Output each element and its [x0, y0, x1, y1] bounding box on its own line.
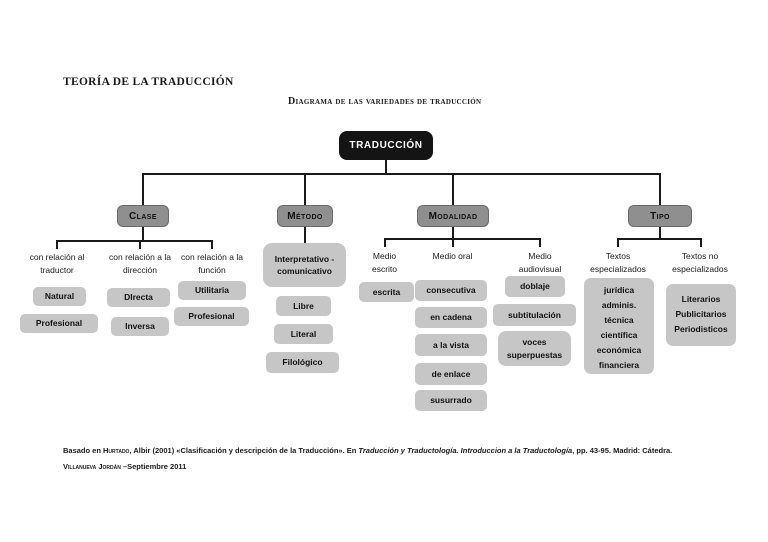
connector-line — [452, 173, 454, 205]
node-textos-especializados-list: jurídica adminis. técnica científica eco… — [584, 278, 654, 374]
list-item: técnica — [604, 315, 634, 325]
node-subtitulacion: subtitulación — [493, 304, 576, 326]
caption-medio-escrito: Medio escrito — [371, 251, 398, 275]
node-literal: Literal — [274, 324, 333, 344]
connector-line — [304, 227, 306, 245]
connector-line — [385, 160, 387, 173]
node-directa: DIrecta — [107, 288, 170, 307]
node-libre: Libre — [276, 296, 331, 316]
connector-line — [142, 173, 144, 205]
connector-line — [617, 238, 702, 240]
node-natural: Natural — [33, 287, 86, 306]
citation-mid: , Albir (2001) «Clasificación y descripc… — [129, 446, 359, 455]
connector-line — [659, 227, 661, 238]
list-item: económica — [596, 345, 642, 355]
list-item: financiera — [598, 360, 640, 370]
node-utilitaria: Utilitaria — [178, 281, 246, 300]
connector-line — [56, 240, 58, 249]
node-modalidad: Modalidad — [417, 205, 489, 227]
caption-relacion-direccion: con relación a la dirección — [109, 252, 171, 276]
connector-line — [384, 238, 541, 240]
connector-line — [452, 238, 454, 247]
connector-line — [539, 238, 541, 247]
list-item: jurídica — [603, 285, 635, 295]
connector-line — [211, 240, 213, 249]
credit-date: –Septiembre 2011 — [120, 462, 187, 471]
caption-medio-oral: Medio oral — [432, 251, 473, 261]
node-textos-no-especializados-list: Literarios Publicitarios Periodisticos — [666, 284, 736, 346]
node-susurrado: susurrado — [415, 390, 487, 411]
caption-medio-audiovisual: Medio audiovisual — [518, 251, 562, 275]
connector-line — [384, 238, 386, 247]
list-item: Literarios — [681, 294, 721, 304]
connector-line — [139, 240, 141, 249]
connector-line — [659, 173, 661, 205]
node-interpretativo-comunicativo: Interpretativo -comunicativo — [263, 243, 346, 287]
page-title: TEORÍA DE LA TRADUCCIÓN — [63, 76, 234, 88]
connector-line — [700, 238, 702, 247]
node-voces-superpuestas: voces superpuestas — [498, 331, 571, 366]
caption-textos-no-especializados: Textos no especializados — [672, 251, 728, 275]
node-profesional-funcion: Profesional — [174, 307, 249, 326]
node-filologico: Filológico — [266, 352, 339, 373]
citation-suffix: , pp. 43-95. Madrid: Cátedra. — [572, 446, 673, 455]
node-profesional-traductor: Profesional — [20, 314, 98, 333]
citation-author: Hurtado — [103, 446, 130, 455]
node-traduccion: TRADUCCIÓN — [339, 131, 433, 160]
connector-line — [452, 227, 454, 238]
citation-book-title: Traducción y Traductología. Introduccion… — [358, 446, 573, 455]
node-consecutiva: consecutiva — [415, 280, 487, 301]
caption-relacion-funcion: con relación a la función — [181, 252, 243, 276]
node-escrita: escrita — [359, 282, 414, 302]
node-inversa: Inversa — [111, 317, 169, 336]
connector-line — [304, 173, 306, 205]
credit-name: Villanueva Jordán — [63, 462, 121, 471]
node-doblaje: doblaje — [505, 276, 565, 297]
node-a-la-vista: a la vista — [415, 334, 487, 356]
list-item: Publicitarios — [675, 309, 727, 319]
list-item: científica — [600, 330, 638, 340]
connector-line — [142, 227, 144, 240]
connector-line — [617, 238, 619, 247]
citation-prefix: Basado en — [63, 446, 104, 455]
credit-line: Villanueva Jordán –Septiembre 2011 — [63, 462, 186, 471]
node-clase: Clase — [117, 205, 169, 227]
list-item: adminis. — [601, 300, 637, 310]
caption-relacion-traductor: con relación al traductor — [29, 252, 85, 276]
node-de-enlace: de enlace — [415, 363, 487, 385]
node-en-cadena: en cadena — [415, 307, 487, 328]
caption-textos-especializados: Textos especializados — [590, 251, 646, 275]
connector-line — [56, 240, 213, 242]
node-tipo: Tipo — [628, 205, 692, 227]
list-item: Periodisticos — [674, 324, 728, 334]
node-metodo: Método — [277, 205, 333, 227]
diagram-subtitle: Diagrama de las variedades de traducción — [288, 96, 482, 107]
connector-line — [142, 173, 661, 175]
citation-line: Basado en Hurtado, Albir (2001) «Clasifi… — [63, 446, 672, 455]
